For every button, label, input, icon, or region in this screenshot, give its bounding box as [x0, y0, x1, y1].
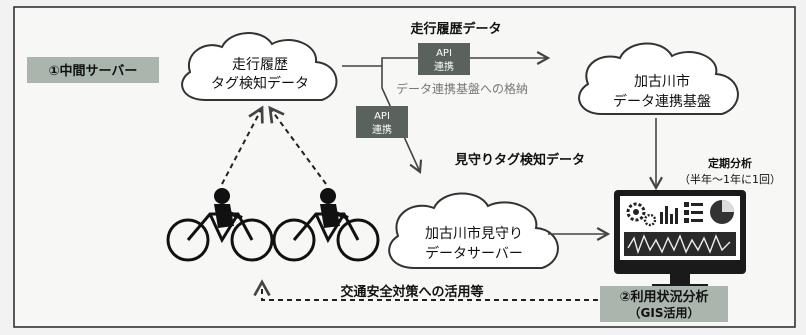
api-link-box-1: API 連携: [418, 43, 470, 75]
watch-server-line2: データサーバー: [425, 245, 523, 262]
kakogawa-platform-line1: 加古川市: [634, 73, 690, 90]
periodic-analysis-label: 定期分析: [708, 156, 752, 170]
api-1b-text: 連携: [434, 60, 454, 73]
usage-analysis-label: ②利用状況分析 （GIS活用）: [600, 286, 728, 322]
dashed-arrow-feedback: [253, 279, 598, 301]
usage-analysis-line1: ②利用状況分析: [619, 289, 708, 305]
storage-caption: データ連携基盤への格納: [396, 81, 528, 96]
api-link-box-2: API 連携: [356, 106, 408, 138]
bicycle-rider-icon: [166, 188, 274, 262]
api-1-text: API: [436, 48, 452, 59]
cloud-travel-line1: 走行履歴: [232, 57, 288, 73]
cloud-travel-line2: タグ検知データ: [211, 75, 309, 92]
api-2b-text: 連携: [372, 123, 392, 136]
analysis-monitor: [614, 190, 746, 290]
arrow-to-watch-server: [381, 66, 423, 175]
kakogawa-platform-cloud: 加古川市 データ連携基盤: [578, 42, 739, 115]
bar-chart-icon: [660, 206, 678, 224]
list-icon: [684, 202, 703, 223]
dashed-arrow-bike2-to-cloud: [268, 105, 327, 185]
kakogawa-platform-line2: データ連携基盤: [613, 93, 711, 110]
traffic-safety-label: 交通安全対策への活用等: [340, 284, 483, 300]
middle-server-label: ①中間サーバー: [27, 57, 159, 83]
api-2-text: API: [374, 111, 390, 122]
watch-tag-data-label: 見守りタグ検知データ: [454, 152, 585, 168]
travel-history-data-label: 走行履歴データ: [410, 21, 501, 37]
travel-history-cloud: 走行履歴 タグ検知データ: [181, 32, 338, 101]
middle-server-text: ①中間サーバー: [49, 63, 138, 79]
gear-icon: [626, 202, 657, 227]
bicycle-rider-icon: [272, 188, 380, 262]
periodic-frequency-label: （半年〜1年に1回）: [679, 172, 781, 186]
watch-server-line1: 加古川市見守り: [425, 225, 523, 242]
pie-chart-icon: [710, 200, 734, 224]
usage-analysis-line2: （GIS活用）: [629, 305, 700, 320]
